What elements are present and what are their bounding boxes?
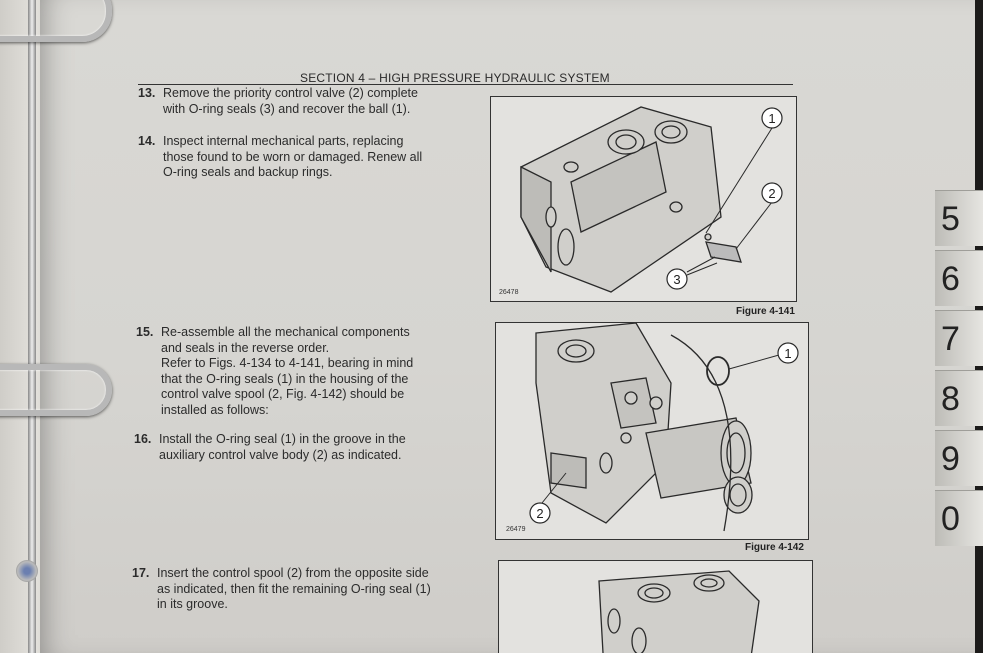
callout-1-label: 1 <box>784 346 791 361</box>
step-line: Inspect internal mechanical parts, repla… <box>163 134 404 148</box>
callout-1-label: 1 <box>768 111 775 126</box>
step-line: and seals in the reverse order. <box>161 340 330 355</box>
header-rule <box>138 84 793 85</box>
index-tab-9[interactable]: 9 <box>935 430 983 486</box>
step-13: 13. Remove the priority control valve (2… <box>138 86 468 117</box>
figure-4-142: 1 2 26479 <box>495 322 809 540</box>
step-line: as indicated, then fit the remaining O-r… <box>157 581 431 596</box>
callout-2-label: 2 <box>536 506 543 521</box>
step-number: 17. <box>132 566 150 580</box>
step-line: control valve spool (2, Fig. 4-142) shou… <box>161 387 405 401</box>
step-number: 14. <box>138 134 156 148</box>
step-line: Remove the priority control valve (2) co… <box>163 86 418 100</box>
step-line: Insert the control spool (2) from the op… <box>157 566 429 580</box>
binder-rivet-icon <box>16 560 38 582</box>
step-line: with O-ring seals (3) and recover the ba… <box>163 101 411 116</box>
index-tabs: 5 6 7 8 9 0 <box>935 190 983 550</box>
index-tab-8[interactable]: 8 <box>935 370 983 426</box>
step-line: those found to be worn or damaged. Renew… <box>163 149 423 164</box>
step-number: 15. <box>136 325 154 339</box>
step-line: auxiliary control valve body (2) as indi… <box>159 447 402 462</box>
step-number: 16. <box>134 432 152 446</box>
step-line: Install the O-ring seal (1) in the groov… <box>159 432 406 446</box>
index-tab-7[interactable]: 7 <box>935 310 983 366</box>
binder-ring-icon <box>0 0 112 42</box>
valve-detail-illustration <box>598 570 760 653</box>
figure-id: 26478 <box>499 289 519 296</box>
index-tab-6[interactable]: 6 <box>935 250 983 306</box>
step-line: that the O-ring seals (1) in the housing… <box>161 371 409 386</box>
step-line: Re-assemble all the mechanical component… <box>161 325 410 339</box>
callout-2-label: 2 <box>768 186 775 201</box>
figure-caption: Figure 4-141 <box>736 306 795 317</box>
figure-id: 26479 <box>506 526 526 533</box>
index-tab-5[interactable]: 5 <box>935 190 983 246</box>
step-14: 14. Inspect internal mechanical parts, r… <box>138 134 468 181</box>
step-line: Refer to Figs. 4-134 to 4-141, bearing i… <box>161 356 414 370</box>
index-tab-0[interactable]: 0 <box>935 490 983 546</box>
binder-ring-icon <box>0 364 112 416</box>
callout-3-label: 3 <box>673 272 680 287</box>
step-17: 17. Insert the control spool (2) from th… <box>132 566 477 613</box>
step-line: O-ring seals and backup rings. <box>163 165 333 179</box>
figure-caption: Figure 4-142 <box>745 542 804 553</box>
valve-body-illustration: 1 2 3 <box>520 106 783 293</box>
step-15: 15. Re-assemble all the mechanical compo… <box>136 325 471 418</box>
section-title: SECTION 4 – HIGH PRESSURE HYDRAULIC SYST… <box>300 71 610 85</box>
step-16: 16. Install the O-ring seal (1) in the g… <box>134 432 474 463</box>
step-line: in its groove. <box>157 597 228 611</box>
figure-4-141: 1 2 3 26478 <box>490 96 797 302</box>
auxiliary-valve-illustration: 1 2 <box>529 323 799 532</box>
step-line: installed as follows: <box>161 402 269 417</box>
figure-partial <box>498 560 813 653</box>
binder-spine <box>28 0 36 653</box>
step-number: 13. <box>138 86 156 100</box>
